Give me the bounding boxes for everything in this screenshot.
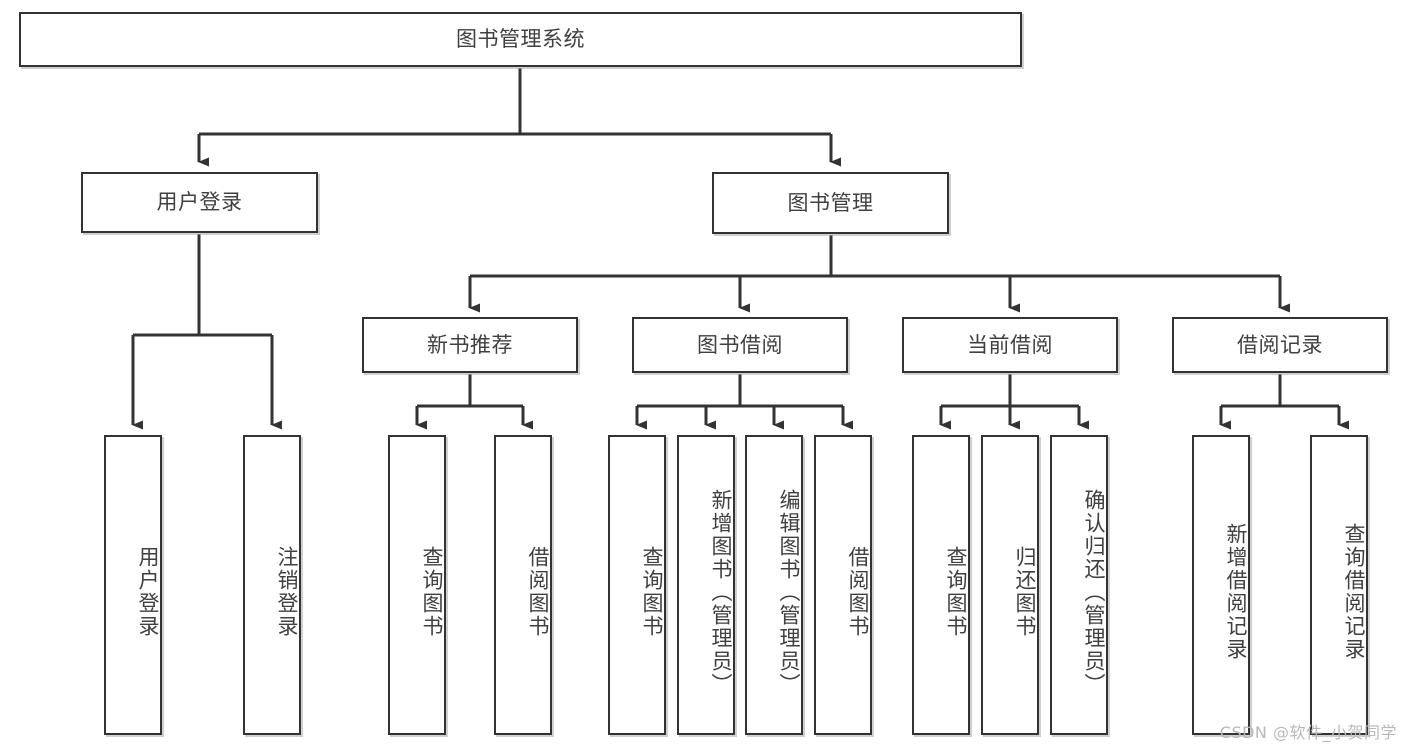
- leaf-confirm-return-admin[interactable]: 确认归还（管理员）: [1050, 435, 1108, 735]
- leaf-borrow-book-recommend[interactable]: 借阅图书: [494, 435, 552, 735]
- node-label: 图书管理系统: [456, 27, 585, 52]
- node-label: 借阅记录: [1237, 332, 1323, 357]
- leaf-borrow-book[interactable]: 借阅图书: [814, 435, 872, 735]
- node-book-borrow[interactable]: 图书借阅: [632, 317, 848, 373]
- leaf-user-login[interactable]: 用户登录: [104, 435, 162, 735]
- node-label: 图书管理: [787, 190, 874, 215]
- leaf-edit-book-admin[interactable]: 编辑图书（管理员）: [745, 435, 803, 735]
- node-label: 查询借阅记录: [1342, 523, 1366, 661]
- node-label: 新增图书（管理员）: [709, 488, 733, 696]
- node-label: 图书借阅: [697, 332, 783, 357]
- leaf-query-book-recommend[interactable]: 查询图书: [388, 435, 446, 735]
- node-label: 归还图书: [1013, 546, 1037, 638]
- node-label: 编辑图书（管理员）: [777, 488, 801, 696]
- node-user-login[interactable]: 用户登录: [81, 172, 318, 233]
- leaf-return-book[interactable]: 归还图书: [981, 435, 1039, 735]
- leaf-logout-login[interactable]: 注销登录: [243, 435, 301, 735]
- node-label: 新增借阅记录: [1224, 523, 1248, 661]
- node-label: 查询图书: [420, 546, 444, 638]
- node-label: 新书推荐: [427, 332, 513, 357]
- node-label: 用户登录: [156, 190, 243, 215]
- node-root-book-management-system[interactable]: 图书管理系统: [19, 12, 1022, 67]
- node-label: 借阅图书: [846, 546, 870, 638]
- node-new-book-recommend[interactable]: 新书推荐: [362, 317, 578, 373]
- leaf-query-book-current[interactable]: 查询图书: [912, 435, 970, 735]
- node-label: 当前借阅: [967, 332, 1053, 357]
- node-label: 用户登录: [136, 546, 160, 638]
- leaf-add-borrow-record[interactable]: 新增借阅记录: [1192, 435, 1250, 735]
- csdn-watermark: CSDN @软件_小贺同学: [1219, 723, 1397, 742]
- node-book-management[interactable]: 图书管理: [712, 172, 949, 234]
- node-current-borrow[interactable]: 当前借阅: [902, 317, 1118, 373]
- node-label: 注销登录: [275, 546, 299, 638]
- leaf-query-borrow-record[interactable]: 查询借阅记录: [1310, 435, 1368, 735]
- leaf-query-book-borrow[interactable]: 查询图书: [608, 435, 666, 735]
- leaf-add-book-admin[interactable]: 新增图书（管理员）: [677, 435, 735, 735]
- node-label: 查询图书: [640, 546, 664, 638]
- node-borrow-record[interactable]: 借阅记录: [1172, 317, 1388, 373]
- node-label: 查询图书: [944, 546, 968, 638]
- node-label: 确认归还（管理员）: [1082, 488, 1106, 696]
- node-label: 借阅图书: [526, 546, 550, 638]
